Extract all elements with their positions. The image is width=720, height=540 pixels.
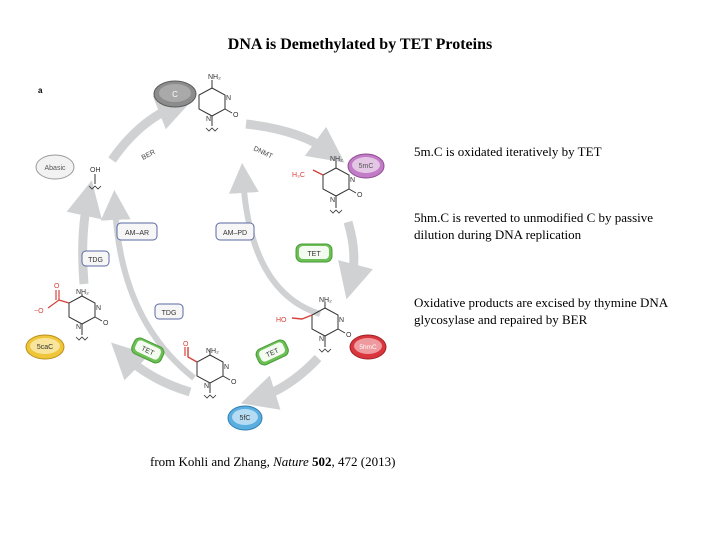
caption-suffix: , 472 (2013) bbox=[331, 454, 396, 469]
c-o: O bbox=[233, 112, 239, 119]
5mc-h3c: H₃C bbox=[292, 172, 305, 179]
5hmc-n1: N bbox=[319, 336, 324, 343]
tdg-inner-enzyme: TDG bbox=[154, 303, 184, 320]
ber-label: BER bbox=[141, 149, 157, 162]
note-passive-dilution: 5hm.C is reverted to unmodified C by pas… bbox=[414, 210, 654, 242]
5fc-o: O bbox=[231, 379, 237, 386]
5hmc-structure: NH₂ HO N O N bbox=[276, 297, 352, 353]
arrow-5fc-to-5cac bbox=[111, 342, 192, 397]
c-n1: N bbox=[206, 116, 211, 123]
node-abasic: Abasic bbox=[35, 154, 75, 180]
5cac-n3: N bbox=[96, 305, 101, 312]
5fc-n1: N bbox=[204, 383, 209, 390]
5mc-nh2: NH₂ bbox=[330, 156, 343, 163]
tdg-left-label: TDG bbox=[88, 257, 103, 264]
5mc-n1: N bbox=[330, 197, 335, 204]
5hmc-ho: HO bbox=[276, 317, 287, 324]
node-5cac-label: 5caC bbox=[37, 344, 53, 351]
arrow-abasic-to-c bbox=[108, 95, 193, 163]
tdg-left-enzyme: TDG bbox=[81, 250, 110, 267]
arrow-5hmc-to-c-inner bbox=[228, 163, 321, 317]
5fc-o-aldehyde: O bbox=[183, 341, 189, 348]
abasic-structure: OH bbox=[88, 167, 102, 190]
c-nh2: NH₂ bbox=[208, 74, 221, 81]
5mc-structure: NH₂ H₃C N O N bbox=[292, 156, 363, 214]
c-n3: N bbox=[226, 95, 231, 102]
caption-volume: 502 bbox=[312, 454, 332, 469]
5cac-o: O bbox=[103, 320, 109, 327]
panel-label: a bbox=[38, 86, 43, 95]
5cac-n1: N bbox=[76, 324, 81, 331]
tet-right-label: TET bbox=[307, 251, 321, 258]
node-5hmc-label: 5hmC bbox=[359, 344, 377, 351]
arrow-5hmc-to-5fc bbox=[240, 354, 322, 410]
5mc-o: O bbox=[357, 192, 363, 199]
5hmc-o: O bbox=[346, 332, 352, 339]
5fc-n3: N bbox=[224, 364, 229, 371]
page-title: DNA is Demethylated by TET Proteins bbox=[227, 36, 493, 53]
tet-bottom-left-enzyme: TET bbox=[131, 337, 165, 364]
node-c: C bbox=[153, 80, 197, 108]
node-5hmc: 5hmC bbox=[349, 334, 387, 360]
citation-caption: from Kohli and Zhang, Nature 502, 472 (2… bbox=[150, 454, 395, 470]
node-5cac: 5caC bbox=[25, 334, 65, 360]
5cac-o-minus: −O bbox=[34, 308, 44, 315]
caption-journal: Nature bbox=[273, 454, 309, 469]
am-ar-enzyme: AM–AR bbox=[116, 222, 158, 241]
am-pd-label: AM–PD bbox=[223, 230, 247, 237]
arrow-5cac-to-abasic bbox=[66, 180, 102, 285]
node-5mc-label: 5mC bbox=[359, 163, 374, 170]
cytosine-structure: NH₂ N O N bbox=[198, 74, 239, 132]
abasic-oh: OH bbox=[90, 167, 101, 174]
am-pd-enzyme: AM–PD bbox=[215, 222, 255, 241]
node-5mc: 5mC bbox=[347, 153, 385, 179]
node-c-label: C bbox=[172, 90, 178, 99]
caption-prefix: from Kohli and Zhang, bbox=[150, 454, 274, 469]
5fc-structure: O NH₂ N O N bbox=[183, 341, 237, 399]
arrow-c-to-5mc bbox=[245, 119, 345, 163]
5mc-n3: N bbox=[350, 177, 355, 184]
dnmt-label: DNMT bbox=[252, 145, 274, 160]
tet-right-enzyme: TET bbox=[295, 243, 333, 263]
5fc-nh2: NH₂ bbox=[206, 348, 219, 355]
tet-bottom-right-enzyme: TET bbox=[255, 339, 289, 366]
node-5fc: 5fC bbox=[227, 405, 263, 431]
5cac-o-carbonyl: O bbox=[54, 283, 60, 290]
5hmc-nh2: NH₂ bbox=[319, 297, 332, 304]
5cac-nh2: NH₂ bbox=[76, 289, 89, 296]
note-oxidation: 5m.C is oxidated iteratively by TET bbox=[414, 144, 602, 159]
tdg-inner-label: TDG bbox=[162, 310, 177, 317]
node-5fc-label: 5fC bbox=[240, 415, 251, 422]
5cac-structure: O −O NH₂ N O N bbox=[34, 283, 109, 341]
am-ar-label: AM–AR bbox=[125, 230, 149, 237]
arrow-5mc-to-5hmc bbox=[338, 220, 373, 300]
note-excision-repair: Oxidative products are excised by thymin… bbox=[414, 295, 668, 327]
node-abasic-label: Abasic bbox=[44, 165, 66, 172]
5hmc-n3: N bbox=[339, 317, 344, 324]
